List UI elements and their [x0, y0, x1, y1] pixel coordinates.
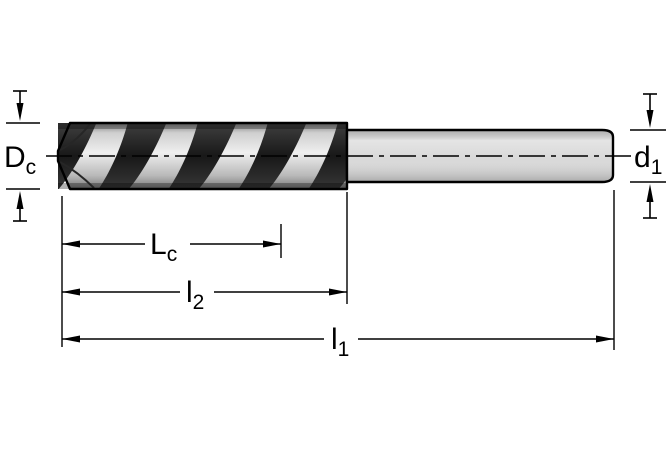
- arrow-l1-right: [596, 335, 614, 343]
- arrow-l2-left: [62, 288, 80, 296]
- dimension-l1: l1: [62, 323, 614, 361]
- label-l1: l1: [331, 323, 349, 361]
- arrow-dc-down: [16, 103, 24, 121]
- drill-shank-outline: [345, 128, 615, 184]
- dimension-dc: Dc: [4, 90, 40, 222]
- dimension-d1: d1: [630, 93, 666, 219]
- dimension-l2: l2: [62, 276, 347, 314]
- arrow-d1-down: [646, 110, 654, 128]
- arrow-l1-left: [62, 335, 80, 343]
- dimensions: Dc d1 Lc: [4, 90, 666, 361]
- drill-flute-outline: [56, 121, 349, 191]
- flute-groove: [58, 123, 97, 189]
- arrow-dc-up: [16, 191, 24, 209]
- arrow-l2-right: [329, 288, 347, 296]
- flute-edge-shadow-top: [58, 123, 347, 129]
- label-l2: l2: [186, 276, 204, 314]
- arrow-d1-up: [646, 184, 654, 202]
- arrow-lc-right: [263, 240, 281, 248]
- arrow-lc-left: [62, 240, 80, 248]
- label-dc: Dc: [4, 141, 36, 179]
- flute-edge-shadow-bottom: [58, 183, 347, 189]
- label-lc: Lc: [150, 228, 177, 266]
- label-d1: d1: [634, 141, 662, 179]
- drill-tip-edge-top: [59, 123, 91, 151]
- flute-groove: [168, 123, 237, 189]
- drill-tip-edge-bottom: [59, 161, 95, 189]
- dimension-lc: Lc: [62, 228, 281, 266]
